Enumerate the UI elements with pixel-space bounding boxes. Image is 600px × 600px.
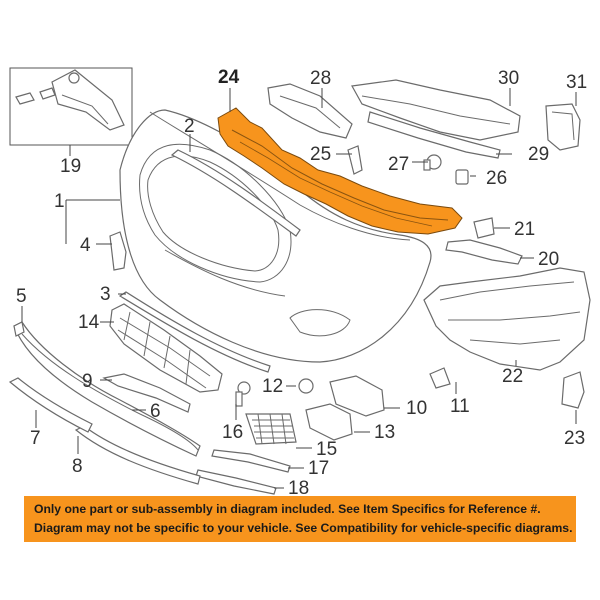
part-28: [267, 83, 353, 139]
callout-27: 27: [388, 154, 409, 175]
callout-11: 11: [450, 396, 470, 417]
disclaimer-banner: Only one part or sub-assembly in diagram…: [24, 496, 576, 542]
callout-23: 23: [564, 428, 585, 449]
callout-2: 2: [184, 116, 195, 137]
callout-10: 10: [406, 398, 427, 419]
callout-16: 16: [222, 422, 243, 443]
part-10-fog-cover: [329, 375, 385, 417]
part-5-end: [13, 321, 25, 337]
part-23: [561, 371, 585, 409]
callout-labels: 24 2 28 30 31 25 27 26 29 21 20 22 23 11…: [16, 67, 587, 499]
part-17-trim: [211, 449, 291, 473]
callout-25: 25: [310, 144, 331, 165]
callout-28: 28: [310, 68, 331, 89]
callout-5: 5: [16, 286, 27, 307]
inset-box: [9, 67, 133, 146]
callout-19: 19: [60, 156, 81, 177]
part-29: [367, 111, 501, 159]
part-16-screw: [235, 381, 251, 407]
part-25: [347, 145, 363, 175]
leader-lines: [21, 88, 577, 489]
callout-26: 26: [486, 168, 507, 189]
part-22-support-bracket: [423, 267, 591, 371]
part-18-trim: [195, 469, 277, 495]
callout-13: 13: [374, 422, 395, 443]
callout-14: 14: [78, 312, 100, 333]
callout-8: 8: [72, 456, 83, 477]
callout-22: 22: [502, 366, 523, 387]
callout-7: 7: [30, 428, 41, 449]
disclaimer-line-2: Diagram may not be specific to your vehi…: [34, 521, 573, 535]
callout-17: 17: [308, 458, 329, 479]
part-20: [445, 239, 523, 265]
part-8-trim: [74, 425, 201, 485]
part-7-trim: [8, 377, 93, 433]
disclaimer-line-1: Only one part or sub-assembly in diagram…: [34, 502, 541, 516]
callout-9: 9: [82, 371, 93, 392]
part-11: [429, 367, 451, 389]
callout-12: 12: [262, 376, 283, 397]
callout-15: 15: [316, 439, 337, 460]
part-26: [455, 169, 469, 185]
bumper-cover: [119, 109, 432, 363]
license-plate-bracket: [15, 69, 125, 131]
part-7-lower-lip: [13, 321, 201, 457]
callout-20: 20: [538, 249, 559, 270]
part-3-strip: [118, 291, 271, 373]
callout-4: 4: [80, 235, 91, 256]
part-15-lower-grille: [245, 413, 297, 445]
callout-3: 3: [100, 284, 111, 305]
part-14-center-grille: [109, 303, 223, 393]
part-13: [305, 403, 353, 441]
callout-1: 1: [54, 191, 65, 212]
part-9-trim: [102, 373, 191, 413]
callout-29: 29: [528, 144, 549, 165]
callout-18: 18: [288, 478, 309, 499]
part-2-molding: [170, 149, 301, 237]
part-24-impact-absorber: [217, 107, 463, 235]
callout-31: 31: [566, 72, 587, 93]
callout-6: 6: [150, 401, 161, 422]
callout-21: 21: [514, 219, 535, 240]
part-4-bracket: [109, 231, 127, 271]
callout-24: 24: [218, 67, 240, 88]
part-31-bracket: [545, 103, 581, 151]
part-21: [473, 217, 495, 239]
callout-30: 30: [498, 68, 519, 89]
part-12: [298, 378, 314, 394]
